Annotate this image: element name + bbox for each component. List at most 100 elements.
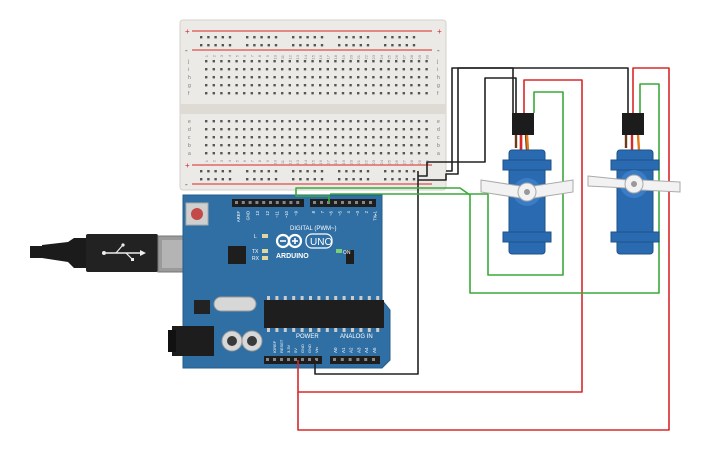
breadboard-hole[interactable] [243, 144, 246, 147]
breadboard-hole[interactable] [311, 136, 314, 139]
breadboard-hole[interactable] [235, 60, 238, 63]
breadboard-hole[interactable] [379, 60, 383, 63]
breadboard-hole[interactable] [417, 144, 421, 147]
breadboard-hole[interactable] [379, 152, 383, 155]
top-minus-rail-hole[interactable] [214, 44, 217, 47]
servo-motor-1[interactable] [480, 113, 574, 255]
breadboard-hole[interactable] [205, 144, 208, 147]
breadboard-hole[interactable] [372, 76, 375, 79]
breadboard-hole[interactable] [258, 68, 261, 71]
breadboard-hole[interactable] [372, 68, 375, 71]
top-plus-rail-hole[interactable] [292, 36, 295, 39]
bottom-plus-rail-hole[interactable] [384, 170, 387, 173]
breadboard-hole[interactable] [265, 92, 269, 95]
breadboard-hole[interactable] [410, 84, 413, 87]
bottom-plus-rail-hole[interactable] [359, 170, 362, 173]
breadboard-hole[interactable] [326, 128, 329, 131]
bottom-minus-rail-hole[interactable] [391, 178, 394, 181]
breadboard-hole[interactable] [205, 68, 208, 71]
breadboard-hole[interactable] [296, 76, 299, 79]
breadboard-hole[interactable] [319, 84, 322, 87]
wire-gnd-to-breadboard[interactable] [314, 171, 419, 375]
breadboard-hole[interactable] [205, 152, 208, 155]
breadboard-hole[interactable] [410, 60, 413, 63]
wire-gnd-servo-1b[interactable] [418, 77, 517, 177]
breadboard-hole[interactable] [243, 84, 246, 87]
bottom-minus-rail-hole[interactable] [228, 178, 232, 181]
breadboard-hole[interactable] [220, 76, 223, 79]
header-hole[interactable] [315, 358, 318, 361]
breadboard-hole[interactable] [402, 144, 405, 147]
bottom-plus-rail-hole[interactable] [313, 170, 316, 173]
breadboard-hole[interactable] [303, 144, 307, 147]
breadboard-hole[interactable] [205, 60, 208, 63]
breadboard-hole[interactable] [311, 128, 314, 131]
breadboard-hole[interactable] [220, 120, 223, 123]
breadboard-hole[interactable] [235, 68, 238, 71]
top-plus-rail-hole[interactable] [359, 36, 362, 39]
breadboard-hole[interactable] [372, 84, 375, 87]
breadboard-hole[interactable] [212, 60, 215, 63]
bottom-minus-rail-hole[interactable] [359, 178, 362, 181]
top-minus-rail-hole[interactable] [306, 44, 309, 47]
bottom-plus-rail-hole[interactable] [267, 170, 270, 173]
bottom-minus-rail-hole[interactable] [338, 178, 341, 181]
header-hole[interactable] [262, 201, 266, 204]
header-hole[interactable] [255, 201, 259, 204]
top-minus-rail-hole[interactable] [299, 44, 302, 47]
breadboard-hole[interactable] [205, 76, 208, 79]
breadboard-hole[interactable] [250, 92, 253, 95]
header-hole[interactable] [289, 201, 293, 204]
breadboard-hole[interactable] [205, 92, 208, 95]
header-hole[interactable] [372, 358, 375, 361]
header-hole[interactable] [334, 201, 337, 204]
breadboard-hole[interactable] [227, 92, 231, 95]
breadboard-hole[interactable] [281, 68, 284, 71]
breadboard-hole[interactable] [303, 60, 307, 63]
breadboard-hole[interactable] [296, 60, 299, 63]
bottom-plus-rail-hole[interactable] [391, 170, 394, 173]
breadboard-hole[interactable] [265, 120, 269, 123]
bottom-plus-rail-hole[interactable] [228, 170, 232, 173]
breadboard-hole[interactable] [250, 84, 253, 87]
breadboard-hole[interactable] [364, 152, 367, 155]
bottom-plus-rail-hole[interactable] [320, 170, 324, 173]
bottom-minus-rail-hole[interactable] [306, 178, 309, 181]
breadboard-hole[interactable] [341, 128, 345, 131]
breadboard-hole[interactable] [395, 68, 398, 71]
breadboard-hole[interactable] [212, 136, 215, 139]
breadboard-hole[interactable] [311, 144, 314, 147]
breadboard-hole[interactable] [349, 136, 352, 139]
top-plus-rail-hole[interactable] [306, 36, 309, 39]
top-minus-rail-hole[interactable] [345, 44, 348, 47]
breadboard-hole[interactable] [273, 68, 276, 71]
breadboard-hole[interactable] [250, 128, 253, 131]
breadboard-hole[interactable] [220, 84, 223, 87]
bottom-minus-rail-hole[interactable] [398, 178, 401, 181]
breadboard-hole[interactable] [402, 68, 405, 71]
top-plus-rail-hole[interactable] [320, 36, 324, 39]
top-plus-rail-hole[interactable] [207, 36, 210, 39]
breadboard-hole[interactable] [250, 68, 253, 71]
breadboard-hole[interactable] [425, 92, 428, 95]
breadboard-hole[interactable] [265, 144, 269, 147]
breadboard-hole[interactable] [357, 136, 360, 139]
header-hole[interactable] [269, 201, 272, 204]
breadboard-hole[interactable] [425, 152, 428, 155]
wire-gnd-servo-2[interactable] [446, 67, 629, 172]
breadboard-hole[interactable] [341, 68, 345, 71]
breadboard-hole[interactable] [303, 128, 307, 131]
breadboard-hole[interactable] [425, 144, 428, 147]
bottom-plus-rail-hole[interactable] [221, 170, 224, 173]
breadboard-hole[interactable] [379, 136, 383, 139]
breadboard-hole[interactable] [243, 68, 246, 71]
breadboard-hole[interactable] [258, 60, 261, 63]
breadboard-hole[interactable] [364, 76, 367, 79]
breadboard-hole[interactable] [296, 144, 299, 147]
reset-button-cap[interactable] [191, 208, 203, 220]
top-plus-rail-hole[interactable] [221, 36, 224, 39]
bottom-plus-rail-hole[interactable] [366, 170, 370, 173]
breadboard-hole[interactable] [425, 120, 428, 123]
top-plus-rail-hole[interactable] [352, 36, 355, 39]
header-hole[interactable] [296, 201, 300, 204]
